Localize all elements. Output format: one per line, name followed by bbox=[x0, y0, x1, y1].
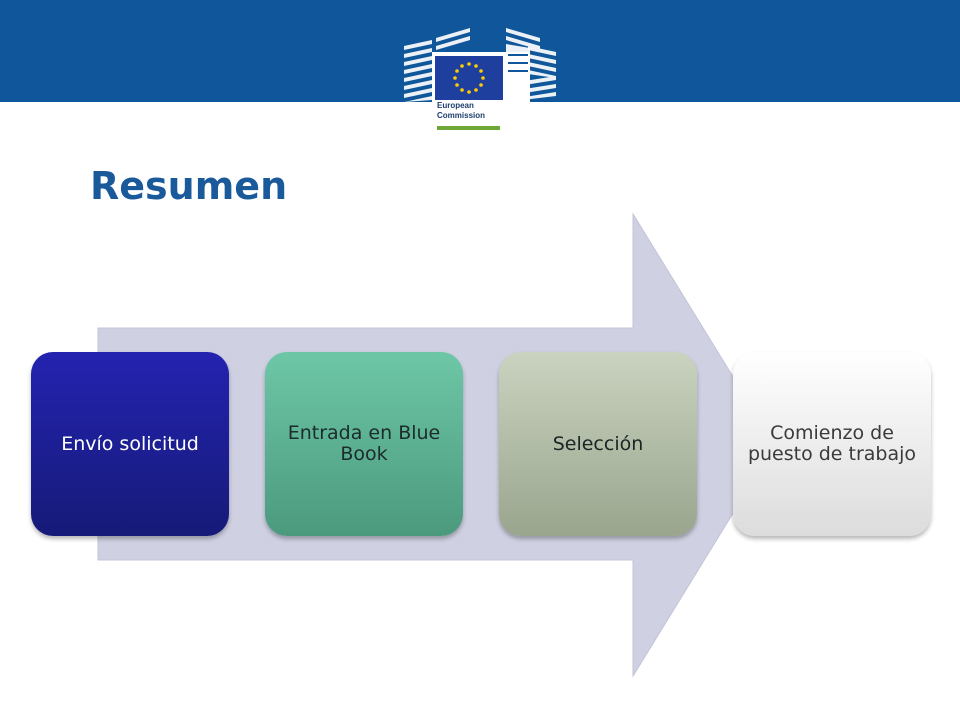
process-step-2: Entrada en Blue Book bbox=[265, 352, 463, 536]
process-step-4: Comienzo de puesto de trabajo bbox=[733, 352, 931, 536]
step-4-label: Comienzo de puesto de trabajo bbox=[747, 422, 917, 465]
logo-line-1: European bbox=[437, 101, 474, 110]
european-commission-logo bbox=[404, 28, 556, 102]
step-1-label: Envío solicitud bbox=[61, 432, 199, 455]
logo-wordmark: European Commission bbox=[437, 101, 507, 121]
process-step-3: Selección bbox=[499, 352, 697, 536]
slide-title: Resumen bbox=[90, 164, 288, 208]
logo-line-2: Commission bbox=[437, 111, 486, 120]
logo-green-bar bbox=[437, 126, 500, 130]
step-2-label: Entrada en Blue Book bbox=[287, 422, 441, 465]
building-left-icon bbox=[404, 28, 470, 102]
eu-stars-icon bbox=[453, 62, 485, 94]
step-3-label: Selección bbox=[552, 432, 644, 455]
process-step-1: Envío solicitud bbox=[31, 352, 229, 536]
